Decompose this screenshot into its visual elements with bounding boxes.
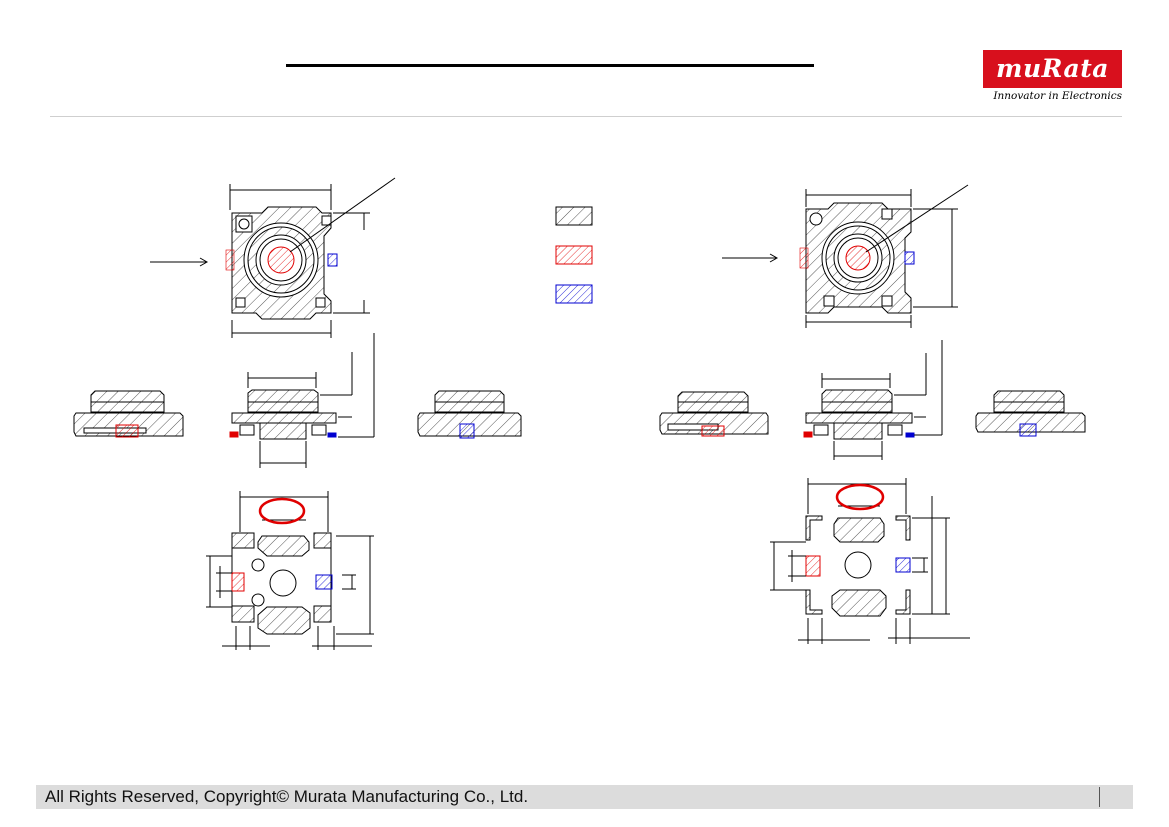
right-side-views [659,340,1086,460]
left-footprint-highlight [258,497,306,525]
header-divider [50,116,1122,117]
connector-drawing [73,177,1086,650]
legend-swatch-signal [555,245,593,265]
legend-swatch-body [555,206,593,226]
footer-divider [1099,787,1100,807]
murata-logo [983,50,1122,88]
logo-text: muRata [996,54,1109,83]
legend-swatch-ground [555,284,593,304]
footer-bar [36,785,1133,809]
left-top-view [150,177,396,338]
title-underline [286,64,814,67]
right-footprint-highlight [835,483,885,511]
right-top-view [722,184,969,328]
logo-tagline: Innovator in Electronics [993,90,1122,102]
left-footprint [206,491,374,650]
right-footprint [770,478,970,644]
left-side-views [73,333,522,468]
hatch-legend [555,206,593,304]
footer-copyright: All Rights Reserved, Copyright© Murata M… [45,787,529,806]
